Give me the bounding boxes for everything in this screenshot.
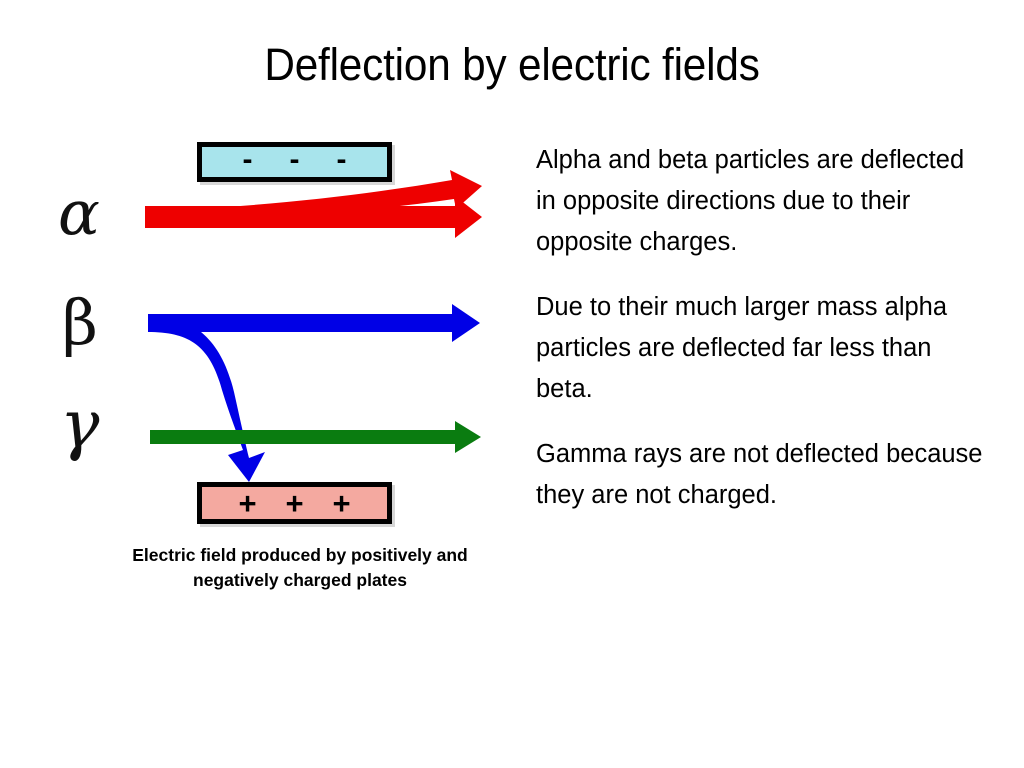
explanation-text: Alpha and beta particles are deflected i… bbox=[536, 140, 988, 516]
plus-sign: + bbox=[238, 485, 257, 521]
explanation-paragraph-mass: Due to their much larger mass alpha part… bbox=[536, 293, 948, 403]
alpha-symbol: α bbox=[58, 176, 100, 249]
alpha-ray-straight bbox=[145, 196, 482, 238]
beta-ray-straight bbox=[148, 304, 480, 342]
page-title: Deflection by electric fields bbox=[264, 39, 760, 90]
gamma-symbol: γ bbox=[60, 386, 100, 463]
negative-plate: - - - bbox=[197, 142, 392, 182]
beta-symbol: β bbox=[62, 286, 98, 359]
minus-sign: - bbox=[289, 143, 300, 176]
minus-sign: - bbox=[336, 143, 347, 176]
plate-caption: Electric field produced by positively an… bbox=[132, 545, 468, 590]
beta-ray-deflected bbox=[148, 314, 265, 482]
positive-plate: + + + bbox=[197, 482, 392, 524]
explanation-paragraph-deflection: Alpha and beta particles are deflected i… bbox=[536, 146, 965, 256]
plus-sign: + bbox=[332, 485, 351, 521]
minus-sign: - bbox=[242, 143, 253, 176]
plus-sign: + bbox=[285, 485, 304, 521]
electric-field-diagram: - - - + + + α β γ bbox=[0, 0, 520, 660]
gamma-ray-straight bbox=[150, 421, 481, 453]
explanation-paragraph-gamma: Gamma rays are not deflected because the… bbox=[536, 440, 983, 509]
